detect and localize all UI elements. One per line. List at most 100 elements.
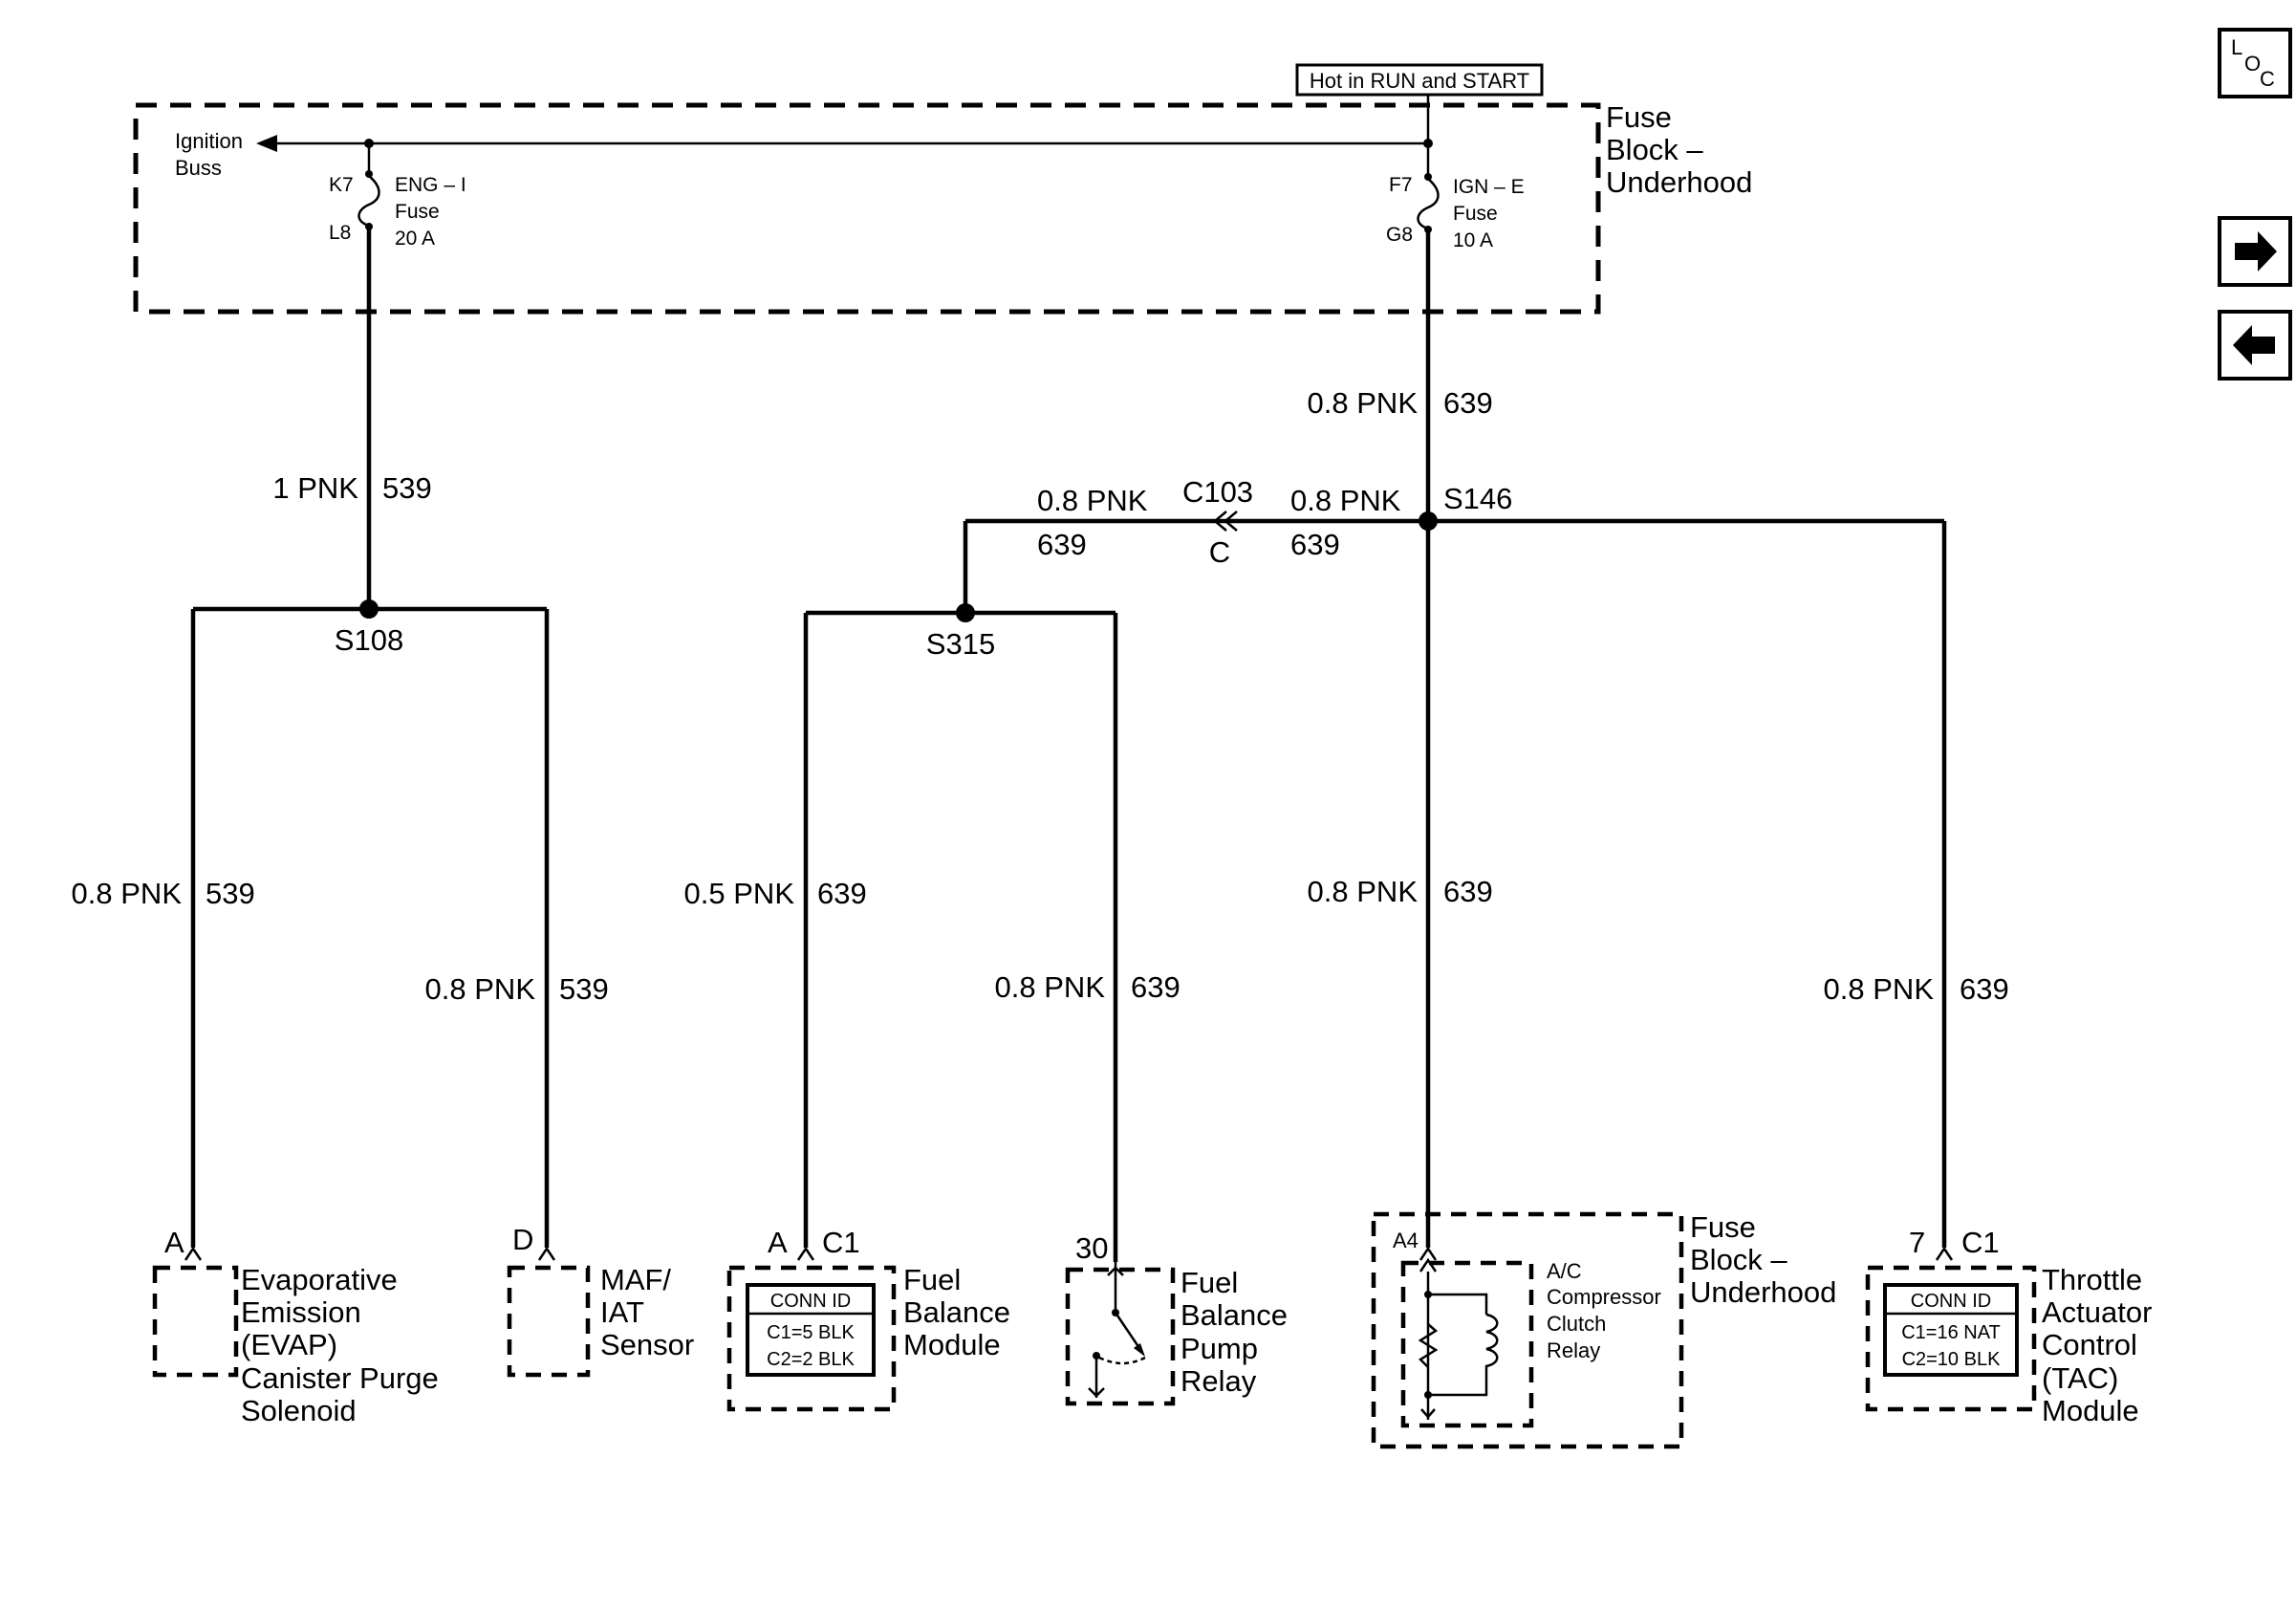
fuse-block-top-label-1: Fuse (1606, 100, 1672, 134)
fuse-ign-top-pin: F7 (1389, 174, 1413, 196)
ignition-buss-label-1: Ignition (175, 129, 243, 153)
tac-label-4: (TAC) (2042, 1361, 2118, 1395)
next-page-button[interactable] (2218, 216, 2292, 287)
relay-label-2: Balance (1180, 1298, 1288, 1332)
wire-evap-circuit: 539 (206, 877, 255, 910)
tac-conn-c1: C1=16 NAT (1901, 1322, 2001, 1343)
evap-solenoid-outline (152, 1265, 239, 1378)
wire-539-main-circuit: 539 (382, 471, 432, 505)
tac-connector-icon (1935, 1246, 1954, 1261)
relay-label-4: Relay (1180, 1364, 1257, 1398)
splice-s146-label: S146 (1443, 482, 1512, 515)
relay-contact-bottom-icon (1088, 1356, 1105, 1398)
fbm-conn-c1: C1=5 BLK (767, 1322, 855, 1343)
relay-outline (1065, 1267, 1176, 1406)
fbm-pin: A (768, 1226, 788, 1259)
fuse-block-top-label-3: Underhood (1606, 165, 1752, 199)
wire-fbm-circuit: 639 (817, 877, 867, 910)
fbm-conn-c2: C2=2 BLK (767, 1349, 855, 1370)
wire-relay-gauge: 0.8 PNK (995, 970, 1106, 1004)
wire-relay-circuit: 639 (1131, 970, 1180, 1004)
wire-539-main-gauge: 1 PNK (272, 471, 358, 505)
relay-contact-top-icon (1107, 1262, 1124, 1310)
ac-inner-3: Clutch (1547, 1312, 1606, 1336)
maf-pin: D (512, 1223, 533, 1256)
evap-label-5: Solenoid (241, 1394, 357, 1427)
splice-s315-label: S315 (926, 627, 995, 661)
fbm-outline (726, 1265, 897, 1412)
maf-sensor-outline (507, 1265, 591, 1378)
connector-c103-icon (1213, 511, 1238, 532)
ignition-buss-arrow-icon (256, 135, 277, 152)
fuse-ign-kind: Fuse (1453, 203, 1498, 225)
wire-tac-circuit: 639 (1960, 972, 2009, 1006)
tac-pin: 7 (1909, 1226, 1925, 1259)
connector-c103-name: C103 (1182, 475, 1253, 509)
splice-s108-node (359, 599, 379, 619)
maf-label-1: MAF/ (600, 1263, 671, 1296)
tac-label-5: Module (2042, 1394, 2139, 1427)
fuse-eng-i-symbol (357, 175, 380, 228)
fbm-conn: C1 (822, 1226, 860, 1259)
previous-page-button[interactable] (2218, 310, 2292, 381)
fuse-ign-name: IGN – E (1453, 176, 1525, 198)
wire-tac-gauge: 0.8 PNK (1824, 972, 1935, 1006)
wire-maf-circuit: 539 (559, 972, 609, 1006)
ac-inner-1: A/C (1547, 1259, 1582, 1283)
ignition-buss-label-2: Buss (175, 156, 222, 180)
ac-inner-2: Compressor (1547, 1285, 1661, 1309)
relay-pin: 30 (1075, 1231, 1108, 1265)
hot-in-run-start-box (1295, 63, 1544, 97)
tac-conn: C1 (1961, 1226, 2000, 1259)
fuse-eng-top-pin: K7 (329, 174, 354, 196)
fuse-eng-bottom-pin: L8 (329, 222, 351, 244)
wire-maf-gauge: 0.8 PNK (425, 972, 536, 1006)
loc-button[interactable]: L O C (2218, 28, 2292, 98)
tac-outline (1865, 1265, 2037, 1412)
arrow-right-icon (2235, 231, 2277, 272)
evap-label-1: Evaporative (241, 1263, 398, 1296)
ac-label-1: Fuse (1690, 1210, 1756, 1244)
loc-icon[interactable] (2218, 28, 2292, 98)
wire-ac-circuit: 639 (1443, 875, 1493, 908)
relay-label-3: Pump (1180, 1332, 1258, 1365)
fuse-ign-rating: 10 A (1453, 229, 1493, 251)
evap-connector-icon (184, 1246, 203, 1261)
evap-label-3: (EVAP) (241, 1328, 337, 1361)
fuse-eng-rating: 20 A (395, 228, 435, 250)
loc-icon-c: C (2260, 67, 2275, 91)
wire-639-main-circuit: 639 (1443, 386, 1493, 420)
ac-pin: A4 (1393, 1229, 1419, 1252)
wire-c103-right-gauge: 0.8 PNK (1290, 484, 1401, 517)
fbm-connector-icon (796, 1246, 815, 1261)
wire-c103-left-circuit: 639 (1037, 528, 1087, 561)
ac-relay-coil-icon (1484, 1313, 1499, 1372)
fbm-conn-id-box (746, 1283, 876, 1377)
fuse-block-underhood-outline (133, 102, 1601, 315)
fuse-eng-kind: Fuse (395, 201, 440, 223)
fbm-label-2: Balance (903, 1295, 1010, 1329)
connector-c103-cavity: C (1209, 535, 1230, 569)
fuse-ign-e-symbol (1417, 178, 1440, 230)
fbm-label-3: Module (903, 1328, 1001, 1361)
wire-c103-left-gauge: 0.8 PNK (1037, 484, 1148, 517)
fuse-ign-bottom-pin: G8 (1386, 224, 1413, 246)
maf-label-3: Sensor (600, 1328, 694, 1361)
ac-label-2: Block – (1690, 1243, 1787, 1276)
splice-s315-node (956, 603, 975, 622)
ac-relay-resistor-icon (1418, 1323, 1439, 1368)
loc-icon-o: O (2244, 52, 2261, 76)
relay-switch-arm (1114, 1312, 1143, 1352)
ac-label-3: Underhood (1690, 1275, 1836, 1309)
tac-conn-id-box (1883, 1283, 2019, 1377)
maf-label-2: IAT (600, 1295, 644, 1329)
wire-639-main-gauge: 0.8 PNK (1308, 386, 1419, 420)
fbm-conn-id-title: CONN ID (770, 1291, 851, 1312)
loc-icon-l: L (2231, 35, 2242, 59)
tac-label-3: Control (2042, 1328, 2137, 1361)
wire-evap-gauge: 0.8 PNK (72, 877, 183, 910)
tac-label-2: Actuator (2042, 1295, 2152, 1329)
ac-relay-outline (1400, 1260, 1534, 1428)
hot-in-run-start-label: Hot in RUN and START (1310, 69, 1529, 93)
evap-pin: A (164, 1226, 184, 1259)
